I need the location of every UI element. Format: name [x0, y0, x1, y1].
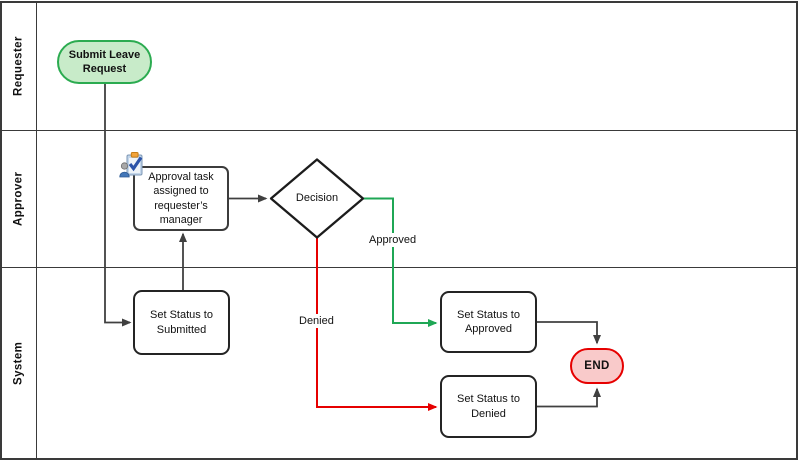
lane-label-requester: Requester: [12, 36, 25, 96]
approval-task-label: Approval task assigned to requester’s ma…: [148, 171, 214, 226]
set-status-approved-label: Set Status to Approved: [457, 308, 520, 335]
lane-divider-approver-system: [0, 267, 798, 268]
user-task-clipboard-icon: [119, 152, 143, 178]
denied-edge-label: Denied: [296, 314, 337, 328]
start-node-label: Submit Leave Request: [68, 48, 141, 75]
set-status-submitted-node[interactable]: Set Status to Submitted: [133, 290, 230, 355]
lane-label-approver: Approver: [12, 171, 25, 227]
start-node[interactable]: Submit Leave Request: [57, 40, 152, 84]
end-node-label: END: [584, 359, 610, 372]
end-node[interactable]: END: [570, 348, 624, 384]
lane-divider-requester-approver: [0, 130, 798, 131]
set-status-denied-label: Set Status to Denied: [457, 393, 520, 420]
approved-edge-label: Approved: [366, 233, 420, 247]
decision-node-label: Decision: [295, 192, 339, 204]
set-status-approved-node[interactable]: Set Status to Approved: [440, 291, 537, 353]
lane-label-column-divider: [36, 2, 37, 459]
set-status-denied-node[interactable]: Set Status to Denied: [440, 375, 537, 438]
lane-label-system: System: [12, 341, 25, 386]
set-status-submitted-label: Set Status to Submitted: [150, 309, 213, 336]
approval-task-node[interactable]: Approval task assigned to requester’s ma…: [133, 166, 229, 231]
